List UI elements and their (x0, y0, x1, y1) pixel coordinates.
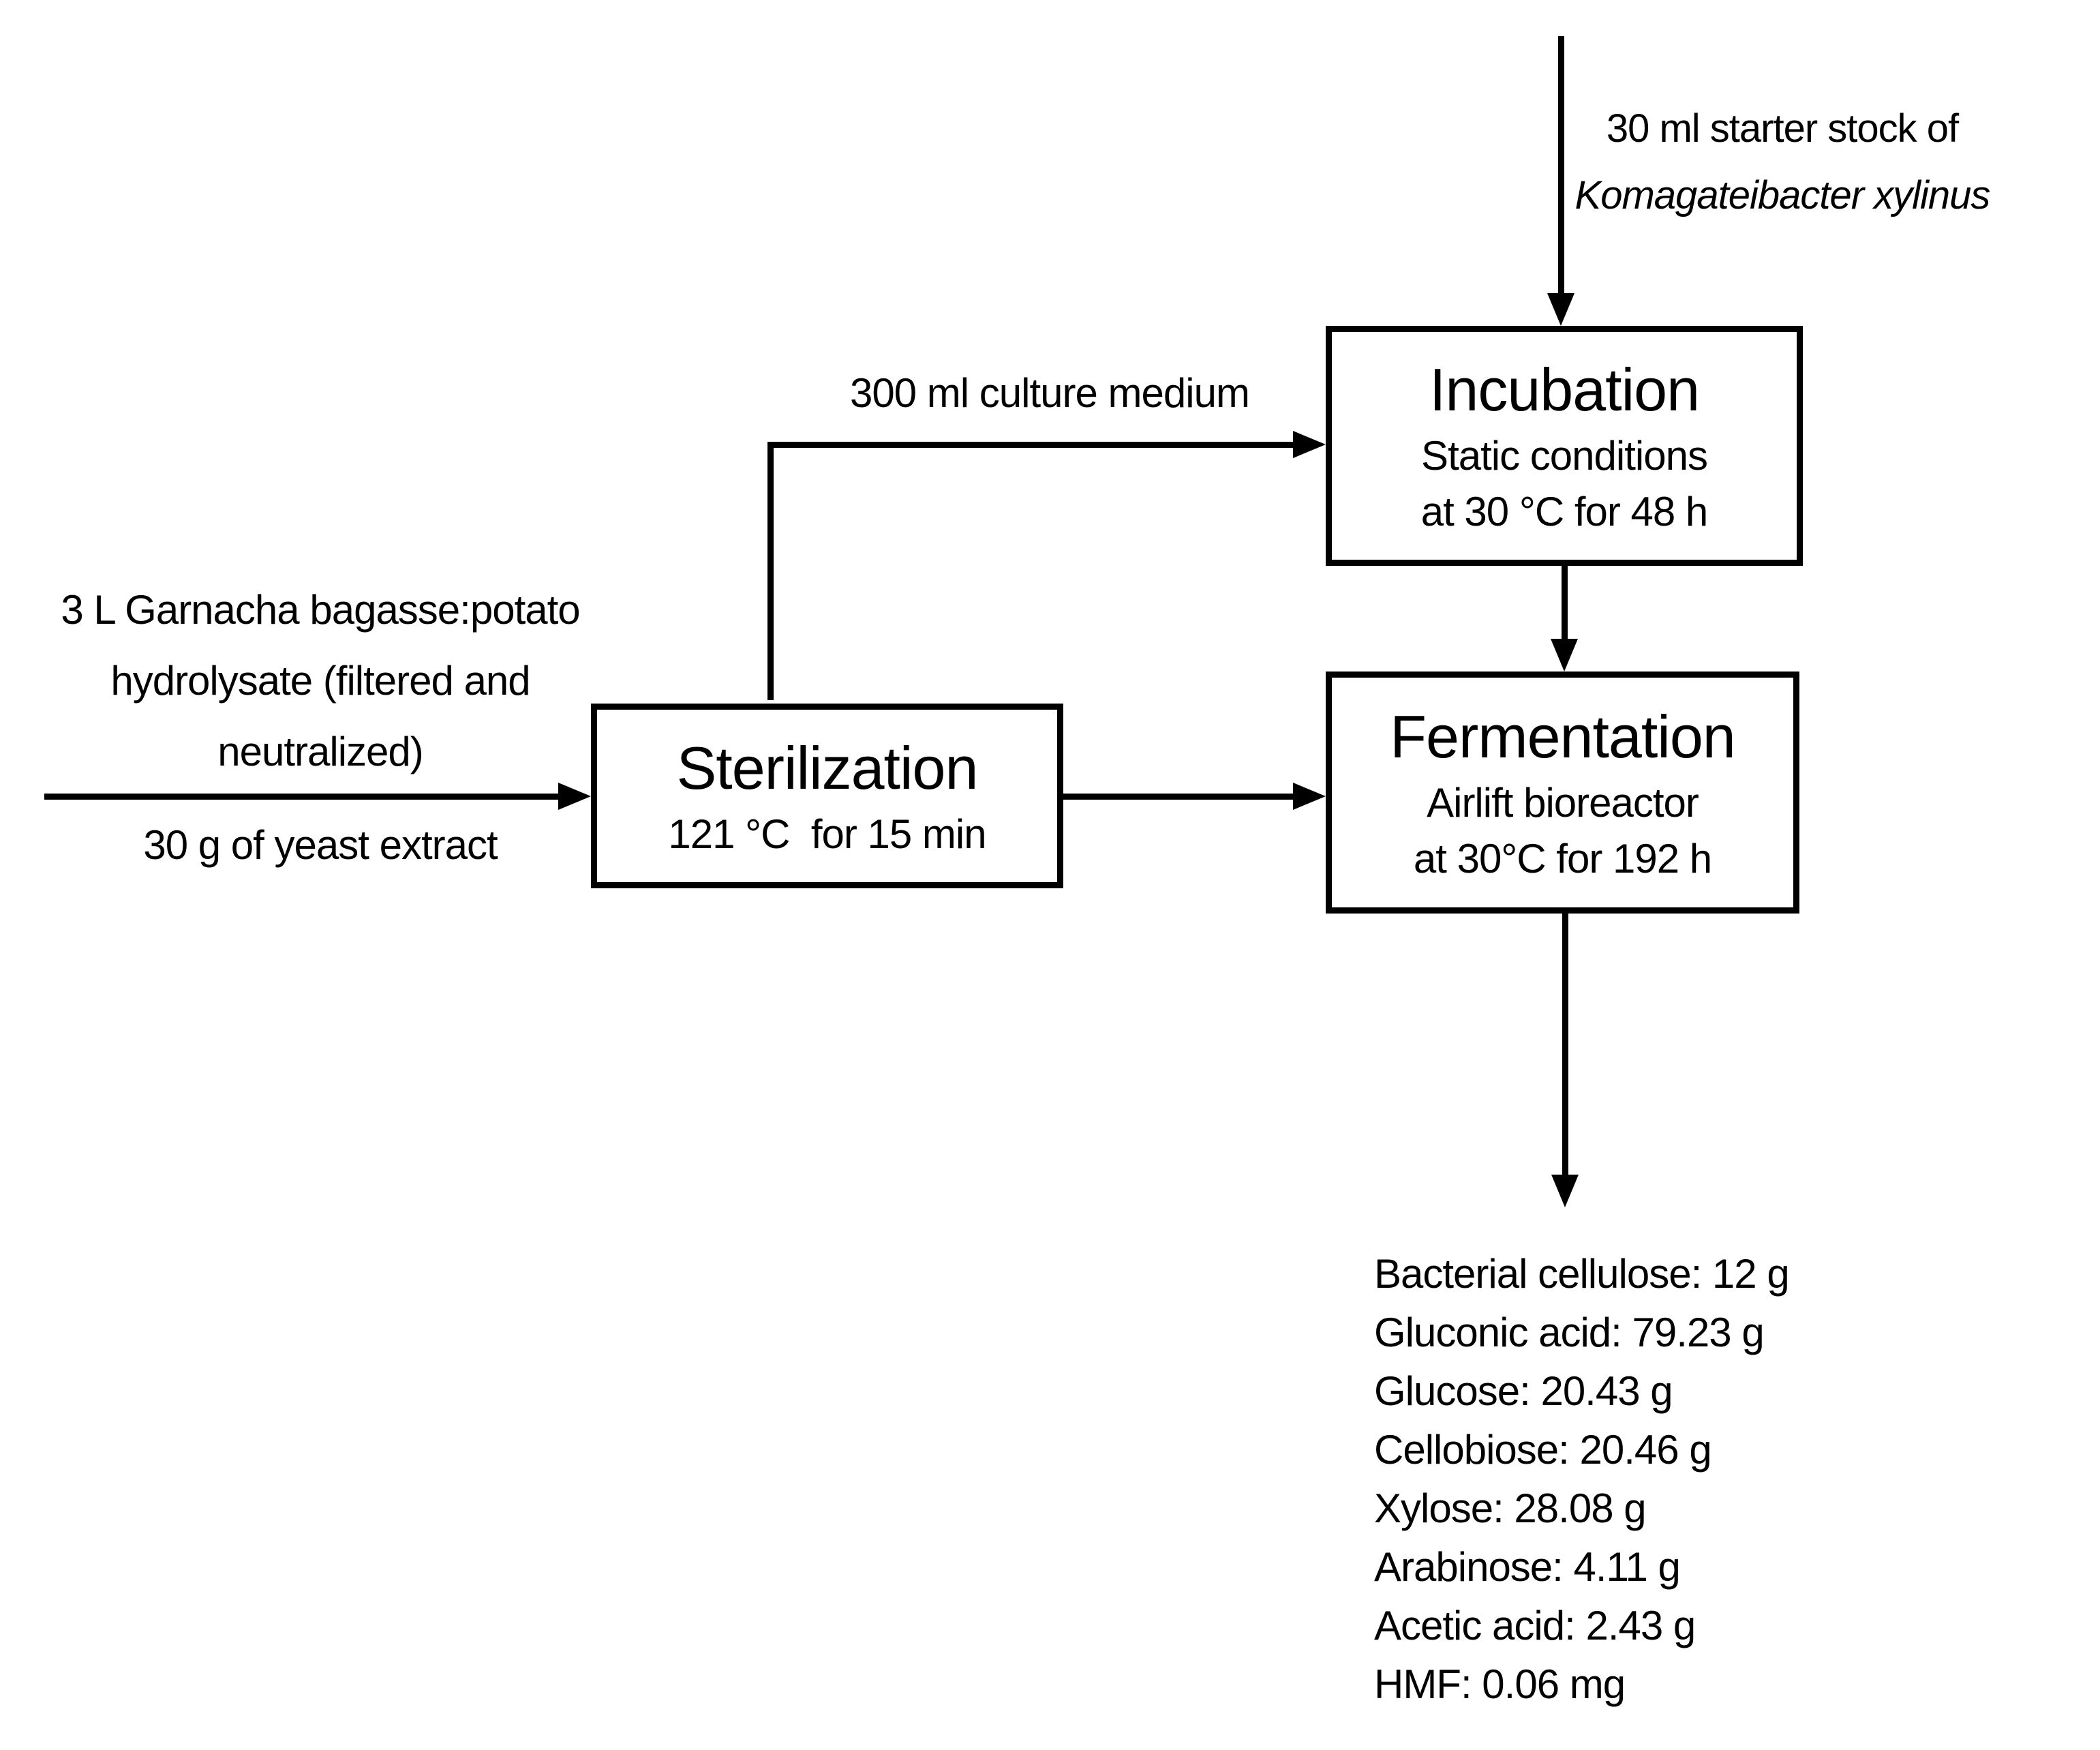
sterilization-to-fermentation-arrowhead-icon (1293, 783, 1326, 810)
incubation-title: Incubation (1429, 356, 1700, 423)
starter-stock-arrowhead-icon (1547, 293, 1574, 326)
output-item: Bacterial cellulose: 12 g (1374, 1251, 1790, 1297)
fermentation-to-outputs-arrowhead-icon (1551, 1175, 1579, 1207)
incubation-conditions-2: at 30 °C for 48 h (1420, 489, 1709, 534)
fermentation-conditions-1: Airlift bioreactor (1427, 779, 1699, 826)
starter-stock-line1: 30 ml starter stock of (1606, 106, 1959, 151)
starter-stock-arrow-line (1558, 36, 1564, 293)
outputs-list: Bacterial cellulose: 12 g Gluconic acid:… (1374, 1245, 1906, 1714)
feed-line1: 3 L Garnacha bagasse:potato (61, 587, 580, 633)
output-item: Arabinose: 4.11 g (1374, 1544, 1681, 1590)
fermentation-conditions-2: at 30°C for 192 h (1413, 835, 1712, 881)
feed-label: 3 L Garnacha bagasse:potato hydrolysate … (48, 575, 593, 787)
feed-line3: neutralized) (217, 729, 424, 774)
output-item: HMF: 0.06 mg (1374, 1661, 1626, 1707)
fermentation-to-outputs-line (1562, 914, 1568, 1176)
output-item: Cellobiose: 20.46 g (1374, 1427, 1712, 1473)
species-name: Komagateibacter xylinus (1574, 173, 1991, 217)
incubation-to-fermentation-line (1562, 566, 1568, 641)
fermentation-box: Fermentation Airlift bioreactor at 30°C … (1326, 672, 1799, 914)
output-item: Acetic acid: 2.43 g (1374, 1603, 1696, 1648)
output-item: Xylose: 28.08 g (1374, 1485, 1647, 1531)
culture-medium-line-horizontal (767, 442, 1293, 448)
sterilization-to-fermentation-line (1063, 794, 1293, 800)
sterilization-conditions: 121 °C for 15 min (668, 811, 986, 857)
yeast-extract-label: 30 g of yeast extract (143, 822, 498, 868)
sterilization-box: Sterilization 121 °C for 15 min (591, 704, 1063, 888)
feed-arrow-line (44, 794, 558, 800)
feed-line2: hydrolysate (filtered and (110, 658, 530, 704)
fermentation-title: Fermentation (1390, 702, 1735, 770)
feed-arrowhead-icon (558, 783, 591, 810)
incubation-to-fermentation-arrowhead-icon (1551, 639, 1578, 672)
output-item: Gluconic acid: 79.23 g (1374, 1310, 1765, 1355)
incubation-conditions-1: Static conditions (1421, 433, 1708, 479)
culture-medium-line-vertical (767, 444, 774, 700)
starter-stock-label: 30 ml starter stock of Komagateibacter x… (1564, 95, 2000, 229)
sterilization-title: Sterilization (676, 734, 979, 802)
output-item: Glucose: 20.43 g (1374, 1368, 1673, 1414)
culture-medium-arrowhead-icon (1293, 431, 1326, 458)
culture-medium-label: 300 ml culture medium (850, 370, 1250, 416)
incubation-box: Incubation Static conditions at 30 °C fo… (1326, 326, 1803, 566)
